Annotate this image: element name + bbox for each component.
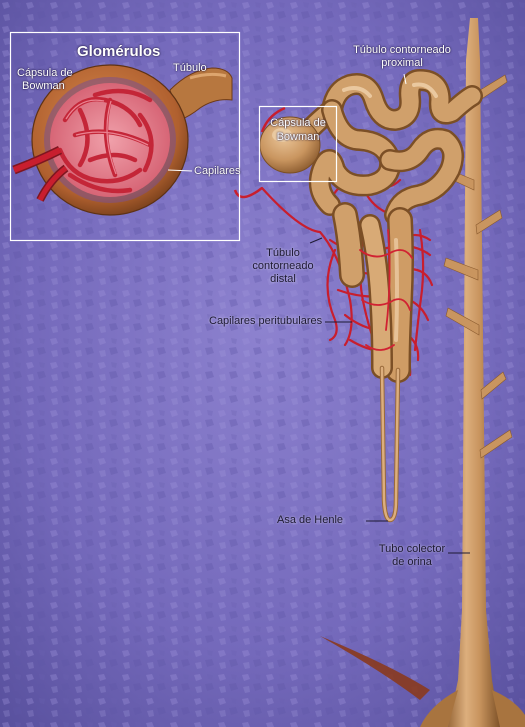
tubulo-proximal-label-line2: proximal bbox=[348, 57, 456, 70]
capsula-bowman-inset-label-line2: Bowman bbox=[22, 80, 65, 93]
tubulo-distal-label-line1: Túbulo bbox=[252, 247, 314, 260]
tubulo-distal-label-line2: contorneado bbox=[252, 260, 314, 273]
capsula-bowman-inset-label-line1: Cápsula de bbox=[17, 67, 73, 80]
tubo-colector-label-line2: de orina bbox=[374, 556, 450, 569]
capsula-bowman-main-label-line1: Cápsula de bbox=[266, 117, 330, 130]
tubulo-distal-label-line3: distal bbox=[252, 273, 314, 286]
tubulo-proximal-label-line1: Túbulo contorneado bbox=[348, 44, 456, 57]
capsula-bowman-main-label-line2: Bowman bbox=[266, 131, 330, 144]
asa-henle-label: Asa de Henle bbox=[277, 514, 343, 527]
tubulo-inset-label: Túbulo bbox=[173, 62, 207, 75]
capilares-inset-label: Capilares bbox=[194, 165, 240, 178]
glomerulos-title: Glomérulos bbox=[77, 43, 160, 61]
tubo-colector-label-line1: Tubo colector bbox=[374, 543, 450, 556]
capilares-peritubulares-label: Capilares peritubulares bbox=[209, 315, 322, 328]
